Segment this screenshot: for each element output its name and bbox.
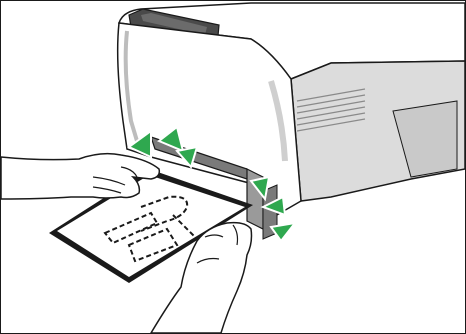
arrow-icon [271, 223, 295, 241]
left-hand [1, 154, 159, 199]
left-hand-shape [1, 154, 159, 199]
